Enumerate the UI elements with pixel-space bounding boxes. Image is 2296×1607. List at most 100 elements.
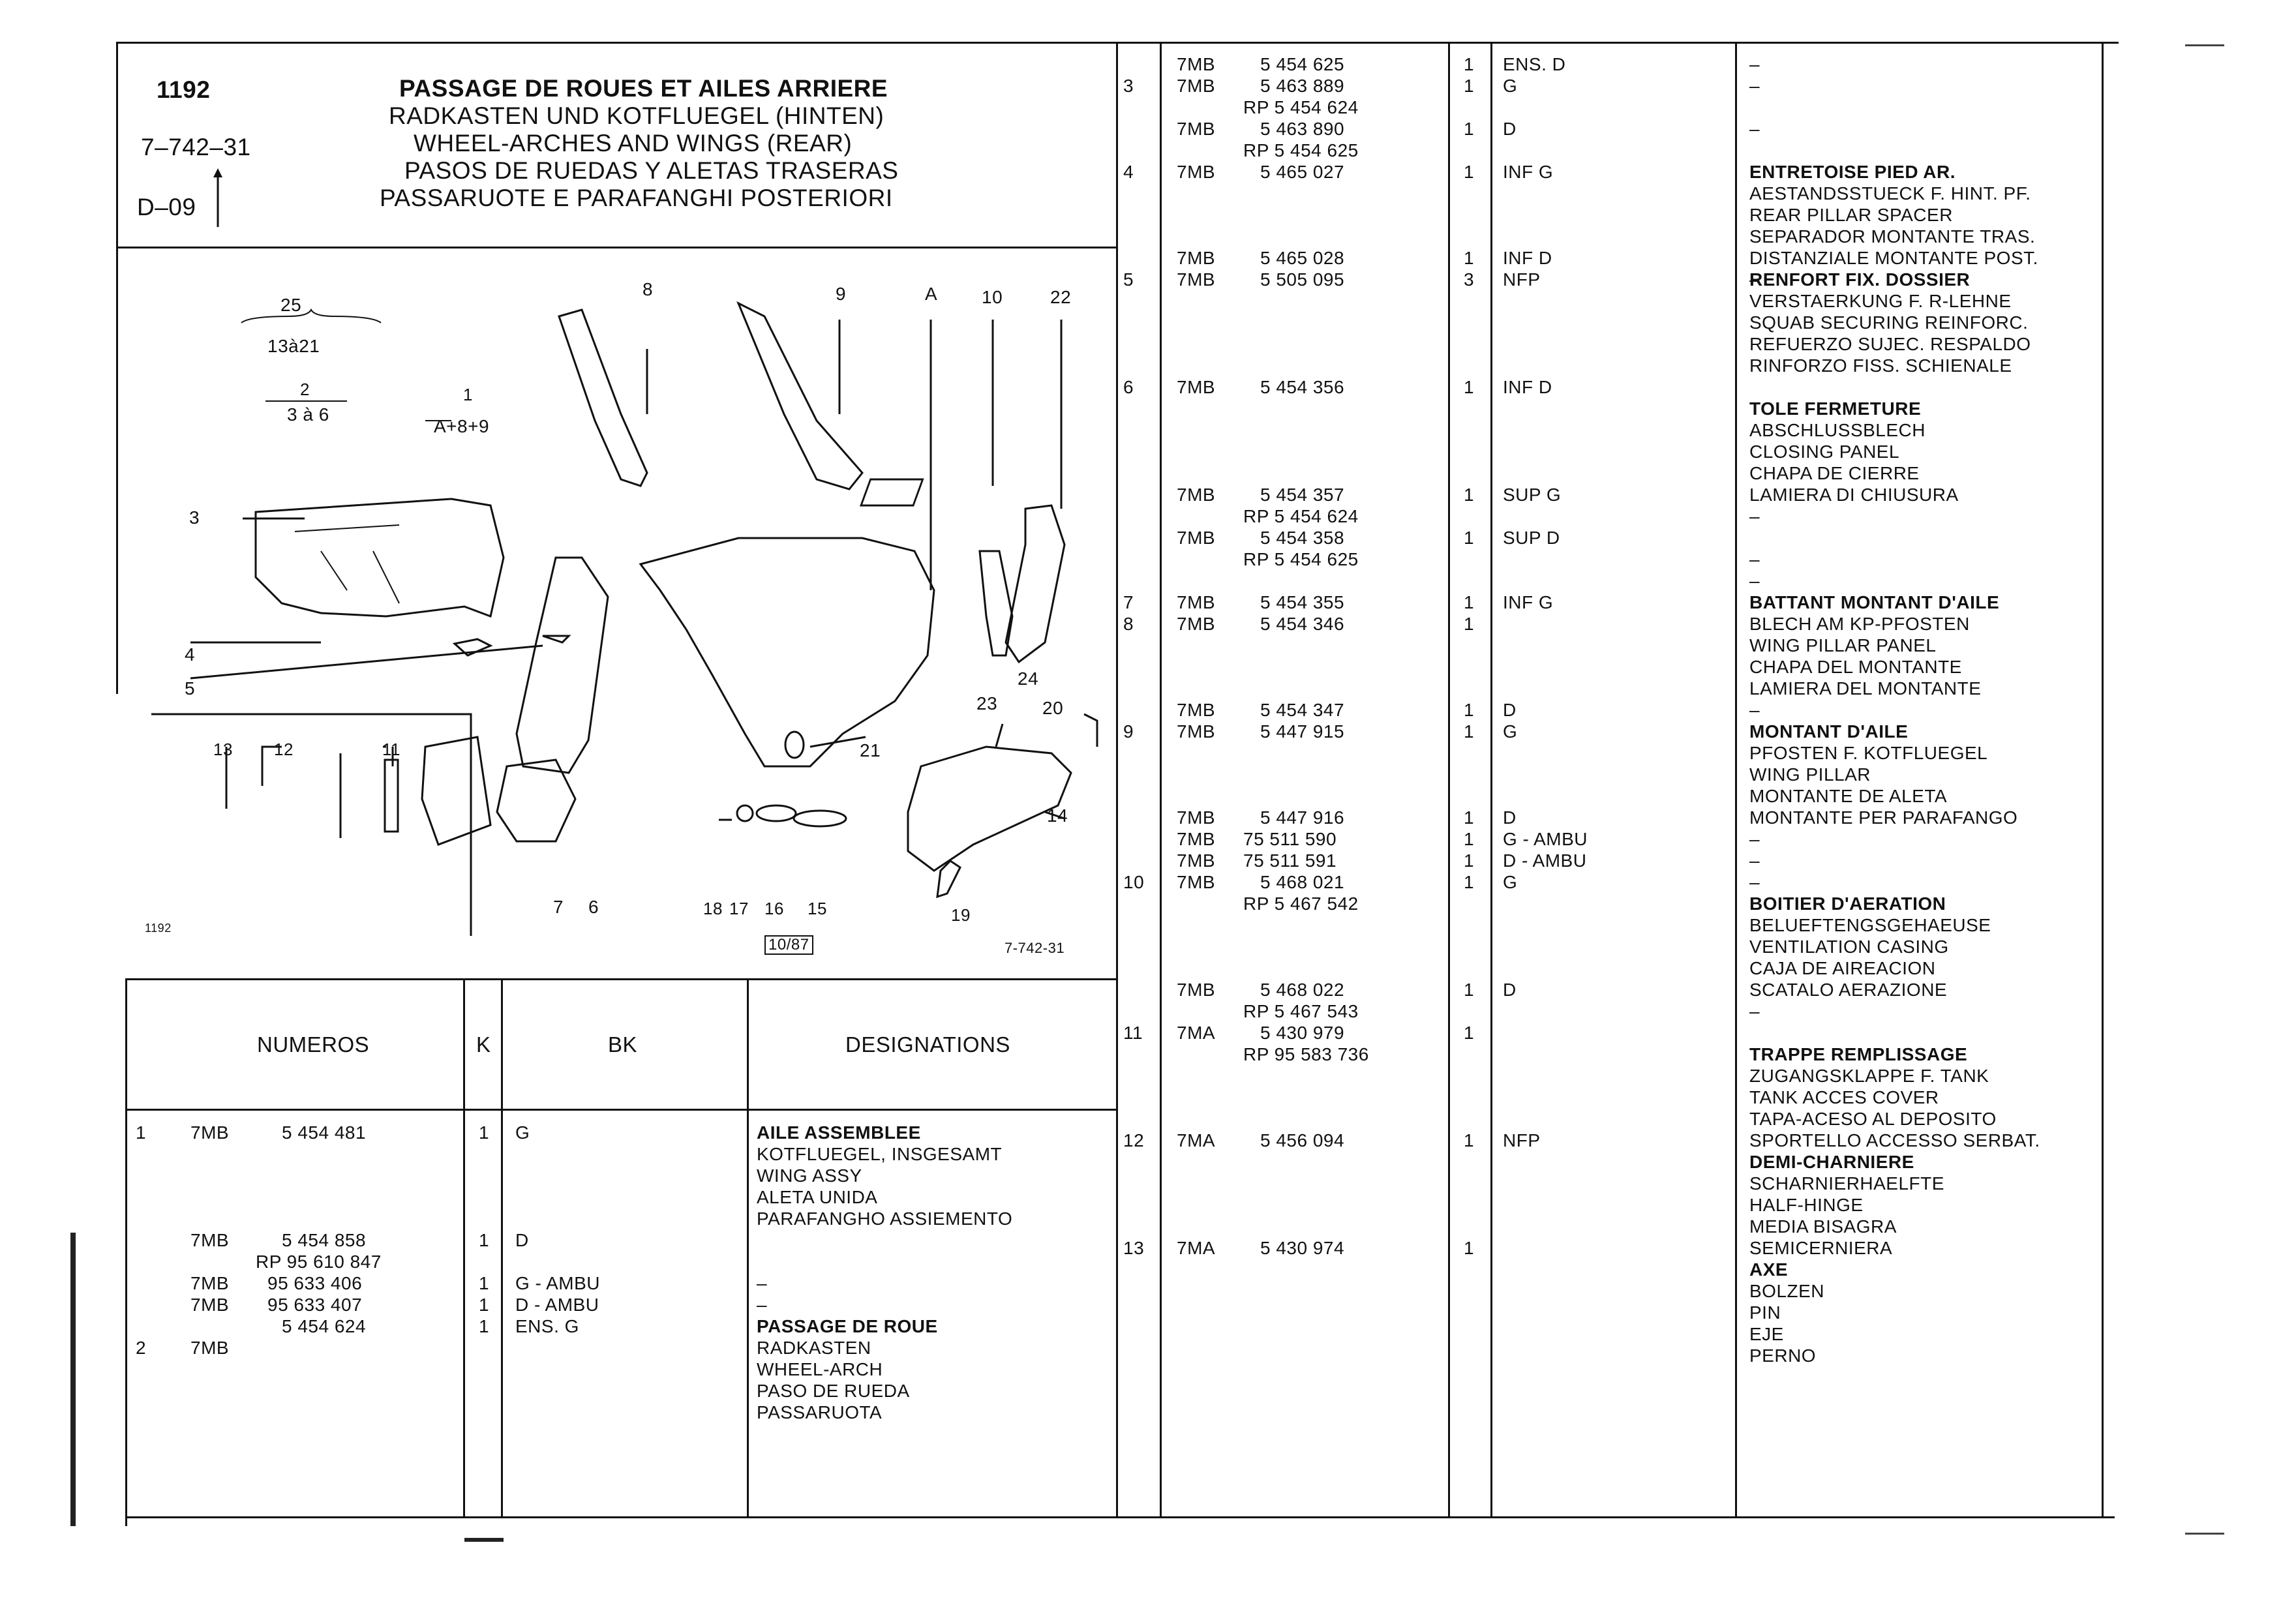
- right-k: [1464, 355, 1483, 376]
- right-prefix: 7MB: [1177, 54, 1216, 74]
- right-item: [1123, 53, 1156, 75]
- right-k: 1: [1464, 248, 1475, 268]
- right-prefix: 7MB: [1177, 980, 1216, 1000]
- part-15-shape: [793, 809, 847, 828]
- right-prefix: [1177, 204, 1229, 226]
- right-k: [1464, 1087, 1483, 1108]
- left-number: [256, 1402, 445, 1423]
- right-k: [1464, 742, 1483, 764]
- right-number: [1243, 1087, 1439, 1108]
- right-k: 1: [1464, 377, 1475, 397]
- right-bk: INF G: [1503, 592, 1554, 612]
- left-item: [136, 1402, 155, 1423]
- right-bk: [1503, 1000, 1725, 1022]
- right-prefix: [1177, 1000, 1229, 1022]
- right-k: 1: [1464, 1023, 1475, 1043]
- callout-a: A: [925, 284, 938, 304]
- table-header-top: [125, 978, 1116, 980]
- callout-25: 25: [280, 295, 302, 315]
- right-item: [1123, 1065, 1156, 1087]
- right-prefix: [1177, 936, 1229, 957]
- right-item: [1123, 979, 1156, 1000]
- right-designation: MONTANTE PER PARAFANGO: [1749, 807, 2018, 828]
- left-item: [136, 1359, 155, 1380]
- right-item: [1123, 807, 1156, 828]
- left-bk: [515, 1186, 711, 1208]
- right-k: 1: [1464, 700, 1475, 720]
- right-number: [1243, 1302, 1439, 1323]
- right-k: [1464, 1216, 1483, 1237]
- right-designation: DISTANZIALE MONTANTE POST.: [1749, 248, 2038, 268]
- col-line-desig: [747, 978, 749, 1516]
- right-number: [1243, 570, 1439, 592]
- right-item: [1123, 1216, 1156, 1237]
- header-edition: D–09: [137, 194, 196, 220]
- right-item: [1123, 785, 1156, 807]
- right-k: 1: [1464, 721, 1475, 742]
- left-prefix: [190, 1208, 243, 1229]
- right-number: 5 454 356: [1260, 377, 1345, 397]
- right-prefix: 7MB: [1177, 377, 1216, 397]
- right-bk: [1503, 204, 1725, 226]
- right-prefix: [1177, 548, 1229, 570]
- col-line-r-item: [1160, 42, 1162, 1516]
- right-item: [1123, 1000, 1156, 1022]
- right-k: [1464, 1173, 1483, 1194]
- table-header-bottom: [125, 1109, 1116, 1111]
- callout-4: 4: [185, 644, 196, 665]
- right-bk: [1503, 97, 1725, 118]
- right-item: [1123, 1044, 1156, 1065]
- right-bk: [1503, 656, 1725, 678]
- right-number: [1243, 936, 1439, 957]
- right-number: [1243, 1259, 1439, 1280]
- panel-6-shape: [515, 556, 609, 774]
- right-bk: [1503, 1259, 1725, 1280]
- right-number: 5 447 916: [1260, 807, 1345, 828]
- arrow-up-icon: [213, 168, 222, 227]
- right-bk: [1503, 355, 1725, 376]
- left-item: [136, 1165, 155, 1186]
- callout-14: 14: [1047, 805, 1068, 826]
- callout-8: 8: [642, 279, 654, 299]
- diagram-small-code: 1192: [145, 922, 172, 935]
- right-bk: [1503, 785, 1725, 807]
- scan-edge-left: [70, 1233, 76, 1526]
- right-number: 5 454 355: [1260, 592, 1345, 612]
- right-bk: SUP D: [1503, 528, 1560, 548]
- right-k: [1464, 312, 1483, 333]
- right-prefix: [1177, 1173, 1229, 1194]
- callout-11: 11: [382, 740, 400, 759]
- right-number: RP 5 467 543: [1243, 1001, 1359, 1021]
- right-designation: [1749, 97, 2095, 118]
- left-item: [136, 1294, 155, 1315]
- right-prefix: 7MB: [1177, 485, 1216, 505]
- right-designation: –: [1749, 872, 1760, 892]
- callout-23: 23: [976, 693, 998, 713]
- left-prefix: [190, 1380, 243, 1402]
- left-item: [136, 1272, 155, 1294]
- right-bk: [1503, 1022, 1725, 1044]
- right-designation: EJE: [1749, 1324, 1784, 1344]
- right-prefix: [1177, 1151, 1229, 1173]
- right-prefix: [1177, 1065, 1229, 1087]
- panel-7-shape: [496, 758, 577, 843]
- right-bk: [1503, 1194, 1725, 1216]
- diagram-ref-bottom: 7-742-31: [1004, 940, 1065, 956]
- scan-mark-bottom: [464, 1538, 504, 1542]
- right-designation: ABSCHLUSSBLECH: [1749, 420, 1926, 440]
- left-k: 1: [479, 1122, 490, 1143]
- right-col-item: 3 4 5 6 7 8 9 10 11 12 13: [1123, 53, 1156, 1345]
- right-k: 1: [1464, 485, 1475, 505]
- right-designation: –: [1749, 829, 1760, 849]
- left-designation: [757, 1229, 1109, 1251]
- right-designation: RENFORT FIX. DOSSIER: [1749, 269, 1971, 290]
- left-prefix: [190, 1165, 243, 1186]
- right-prefix: 7MB: [1177, 162, 1216, 182]
- header-code: 1192: [157, 76, 211, 103]
- right-prefix: [1177, 1323, 1229, 1345]
- right-k: [1464, 893, 1483, 914]
- callout-18: 18: [703, 899, 723, 918]
- right-item: [1123, 247, 1156, 269]
- right-number: 75 511 590: [1243, 829, 1337, 849]
- left-border: [116, 42, 118, 694]
